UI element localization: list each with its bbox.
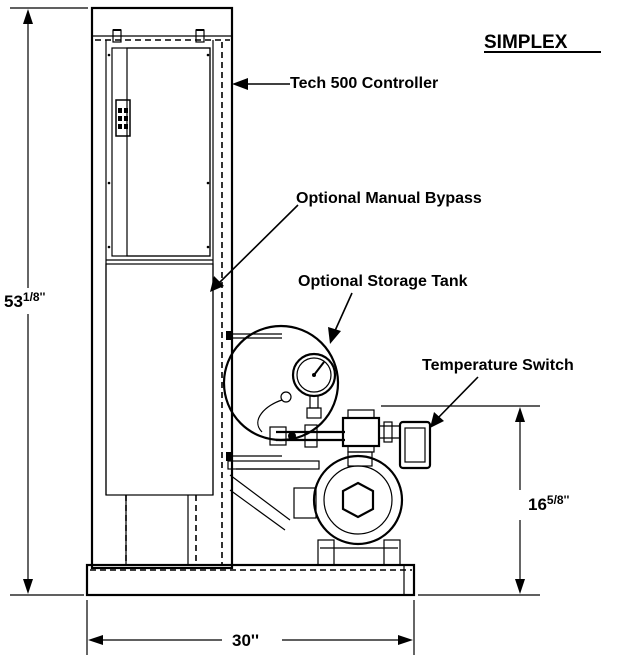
temperature-switch bbox=[398, 420, 432, 470]
piping-manifold bbox=[269, 405, 500, 453]
base-skid bbox=[85, 563, 416, 597]
pump-motor bbox=[293, 451, 404, 566]
callout-controller-arrow bbox=[232, 78, 290, 90]
width-dimension-line bbox=[86, 600, 415, 655]
height-dimension-line bbox=[10, 7, 88, 596]
storage-tank bbox=[222, 324, 340, 531]
inlet-height-dimension-line bbox=[418, 405, 540, 596]
inlet-height-dimension: 165/8'' bbox=[528, 493, 569, 514]
callout-switch: Temperature Switch bbox=[422, 357, 574, 374]
callout-bypass: Optional Manual Bypass bbox=[296, 190, 482, 207]
sensor-bulb bbox=[257, 391, 292, 433]
callout-tank: Optional Storage Tank bbox=[298, 273, 468, 290]
callout-switch-arrow bbox=[430, 376, 479, 428]
callout-tank-arrow bbox=[328, 292, 353, 344]
callout-bypass-arrow bbox=[210, 204, 299, 292]
callout-controller: Tech 500 Controller bbox=[290, 75, 438, 92]
diagram-title: SIMPLEX bbox=[484, 32, 568, 53]
controller-cabinet bbox=[90, 6, 234, 570]
height-dimension: 531/8'' bbox=[4, 290, 45, 311]
pressure-gauge bbox=[291, 352, 337, 419]
width-dimension: 30'' bbox=[232, 631, 259, 650]
controller-module bbox=[115, 99, 131, 137]
